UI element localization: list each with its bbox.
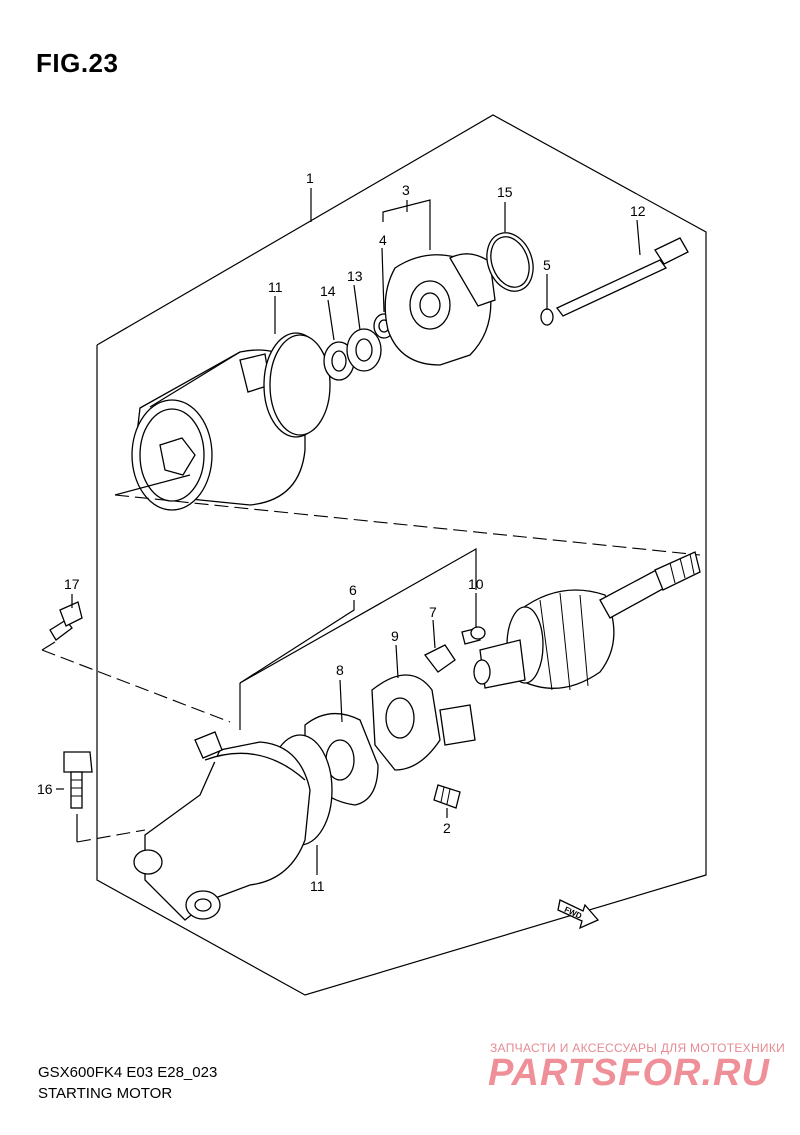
callout-12: 12 bbox=[630, 203, 646, 219]
callout-2: 2 bbox=[443, 820, 451, 836]
watermark-tagline: ЗАПЧАСТИ И АКСЕССУАРЫ ДЛЯ МОТОТЕХНИКИ bbox=[490, 1041, 786, 1055]
brush-holder-9 bbox=[371, 674, 476, 771]
callout-16: 16 bbox=[37, 781, 53, 797]
hidden-line-16 bbox=[76, 829, 146, 843]
fwd-label: FWD bbox=[563, 905, 584, 921]
divider-line bbox=[114, 494, 701, 556]
callout-10: 10 bbox=[468, 576, 484, 592]
callout-9: 9 bbox=[391, 628, 399, 644]
spring-2 bbox=[433, 784, 461, 809]
callout-13: 13 bbox=[347, 268, 363, 284]
washer-13 bbox=[346, 328, 382, 372]
callout-1: 1 bbox=[306, 170, 314, 186]
terminal-7 bbox=[424, 644, 456, 673]
assembly-outline bbox=[96, 114, 707, 996]
fwd-arrow-icon: FWD bbox=[557, 899, 600, 930]
hidden-line-17 bbox=[41, 649, 231, 723]
callout-7: 7 bbox=[429, 604, 437, 620]
long-bolt-12 bbox=[555, 237, 689, 317]
model-code: GSX600FK4 E03 E28_023 bbox=[38, 1064, 218, 1081]
armature bbox=[473, 551, 701, 691]
bolt-16 bbox=[63, 751, 93, 809]
bolt-17 bbox=[49, 601, 83, 641]
callout-4: 4 bbox=[379, 232, 387, 248]
callout-14: 14 bbox=[320, 283, 336, 299]
callout-11-top: 11 bbox=[268, 279, 283, 295]
screw-10 bbox=[461, 626, 486, 645]
washer-5 bbox=[540, 308, 554, 326]
callout-15: 15 bbox=[497, 184, 513, 200]
callout-8: 8 bbox=[336, 662, 344, 678]
subassembly-outline bbox=[239, 547, 477, 684]
callout-11-bottom: 11 bbox=[310, 878, 325, 894]
section-name: STARTING MOTOR bbox=[38, 1085, 173, 1102]
callout-17: 17 bbox=[64, 576, 80, 592]
figure-title: FIG.23 bbox=[36, 48, 119, 78]
watermark-logo: PARTSFOR.RU bbox=[488, 1052, 770, 1094]
callout-5: 5 bbox=[543, 257, 551, 273]
motor-yoke bbox=[131, 349, 306, 511]
end-housing-6 bbox=[133, 731, 311, 921]
callout-3: 3 bbox=[402, 182, 410, 198]
end-cover-3 bbox=[384, 253, 496, 366]
callout-6: 6 bbox=[349, 582, 357, 598]
